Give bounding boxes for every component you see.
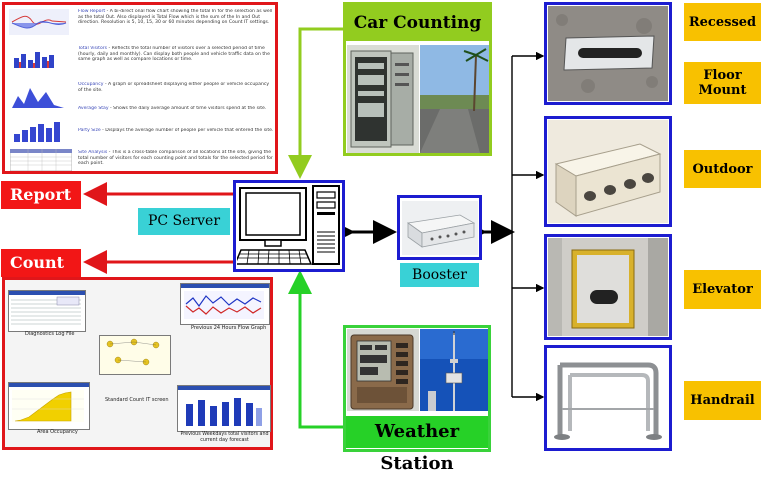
outdoor-mount-photo (548, 120, 668, 223)
recessed-mount-photo (548, 6, 668, 101)
report-item: Total Visitors - Reflects the total numb… (78, 46, 274, 76)
pc-server-label: PC Server (138, 208, 230, 235)
report-descriptions: Flow Report - A bi-direct onal flow char… (78, 9, 274, 174)
report-item: Occupancy - A graph or spreadsheet displ… (78, 82, 274, 99)
report-item-head: Party Size (78, 128, 101, 133)
booster-label: Booster (400, 263, 479, 287)
elevator-mount-photo (548, 238, 668, 336)
road-palm-photo (420, 45, 489, 153)
report-panel: Flow Report - A bi-direct onal flow char… (2, 2, 278, 174)
report-item: Average Stay - Shows the daily average a… (78, 106, 274, 123)
caption-weekdays: Previous Weekdays total visitors and cur… (180, 432, 269, 443)
count-it-panel: Diagnostics Log File Previous 24 Hours F… (2, 277, 273, 450)
diagnostics-log-window (8, 290, 86, 332)
report-item-text: - This is a cross-table comparison of al… (78, 150, 273, 167)
weather-station-label: Weather Station (346, 416, 488, 474)
site-analysis-table (10, 149, 72, 171)
weather-mast-photo (420, 329, 488, 411)
count-it-label: Count IT (1, 249, 81, 300)
mount-label-floor: Floor Mount (684, 62, 761, 104)
occupancy-window (8, 382, 90, 430)
report-item-head: Site Analysis (78, 150, 108, 155)
mount-label-elevator: Elevator (684, 270, 761, 309)
mount-label-outdoor: Outdoor (684, 150, 761, 188)
caption-std: Standard Count IT screen (105, 397, 169, 403)
report-item-head: Average Stay (78, 106, 109, 111)
weather-display-photo (347, 329, 419, 411)
weekdays-window (177, 385, 271, 432)
report-item: Site Analysis - This is a cross-table co… (78, 150, 274, 174)
report-item-head: Occupancy (78, 82, 104, 87)
booster-device-icon (402, 201, 478, 255)
caption-occ: Area Occupancy (37, 429, 78, 435)
flow-graph-window (180, 283, 270, 325)
report-item-text: - Reflects the total number of visitors … (78, 46, 270, 63)
report-item-text: - Shows the daily average amount of time… (110, 106, 267, 111)
report-item: Party Size - Displays the average number… (78, 128, 274, 145)
connector-lines (83, 27, 545, 429)
handrail-mount-photo (548, 349, 668, 447)
car-counter-cabinet-photo (347, 45, 419, 153)
report-it-label: Report IT (1, 181, 81, 232)
report-item: Flow Report - A bi-direct onal flow char… (78, 9, 274, 39)
report-item-text: - A graph or spreadsheet displaying eith… (78, 82, 270, 93)
report-item-head: Flow Report (78, 9, 106, 14)
report-item-text: - Displays the average number of people … (102, 128, 274, 133)
standard-screen-window (99, 335, 171, 375)
computer-icon (237, 185, 340, 265)
car-counting-title: Car Counting (346, 5, 489, 41)
report-thumbnails (9, 9, 69, 142)
report-item-text: - A bi-direct onal flow chart showing th… (78, 9, 273, 26)
mount-label-recessed: Recessed (684, 3, 761, 41)
report-item-head: Total Visitors (78, 46, 108, 51)
caption-log: Diagnostics Log File (25, 331, 75, 337)
caption-flow: Previous 24 Hours Flow Graph (191, 325, 267, 331)
mount-label-handrail: Handrail (684, 381, 761, 420)
